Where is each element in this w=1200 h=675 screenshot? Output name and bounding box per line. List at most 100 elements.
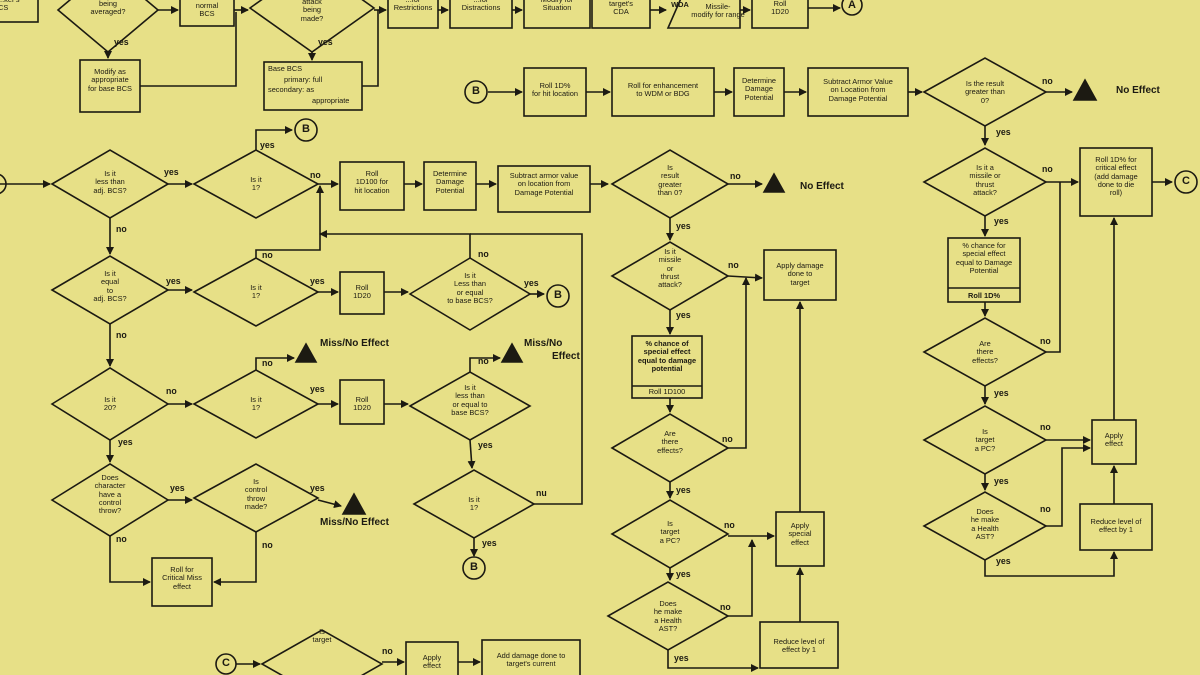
connector-b-left: B xyxy=(302,123,310,135)
label-yes: yes xyxy=(310,384,325,394)
effect-label: Effect xyxy=(552,351,580,362)
label-yes: yes xyxy=(318,37,333,47)
less-than-adj-bcs-text: Is it less than adj. BCS? xyxy=(93,169,127,195)
base-bcs-appropriate: appropriate xyxy=(312,96,350,105)
label-yes: yes xyxy=(170,483,185,493)
chance-special-1-text: % chance of special effect equal to dama… xyxy=(637,339,697,373)
restrictions-text: ...for Restrictions xyxy=(393,0,433,13)
roll-hit-location-text: Roll 1D% for hit location xyxy=(531,81,578,99)
left-column-shapes xyxy=(50,149,591,607)
label-no: no xyxy=(1042,76,1053,86)
determine-dp-1-text: Determine Damage Potential xyxy=(432,169,468,195)
missile-thrust-2-text: Is it a missile or thrust attack? xyxy=(969,163,1001,197)
b-entry-lines xyxy=(488,88,1073,146)
miss-no-effect-2: Miss/No Effect xyxy=(320,517,389,528)
restrictions-box xyxy=(387,0,439,29)
label-no: no xyxy=(116,224,127,234)
cda-text: target's CDA xyxy=(608,0,633,17)
middle-column-shapes xyxy=(606,149,839,669)
label-yes: yes xyxy=(310,483,325,493)
label-yes: yes xyxy=(994,216,1009,226)
are-effects-2-text: Are there effects? xyxy=(972,339,998,365)
distractions-text: ...for Distractions xyxy=(461,0,501,13)
situation-text: Modify for Situation xyxy=(541,0,573,13)
label-no: no xyxy=(1042,164,1053,174)
roll-1d20-b-text: Roll 1D20 xyxy=(353,395,371,413)
roll-1d20-top-text: Roll 1D20 xyxy=(771,0,789,17)
subtract-armor-1-text: Subtract armor value on location from Da… xyxy=(509,171,579,197)
wda-text: WDA xyxy=(671,0,689,9)
attack-made-text: attack being made? xyxy=(300,0,324,23)
control-throw-text: Does character have a control throw? xyxy=(94,473,126,516)
label-yes: yes xyxy=(260,140,275,150)
is-it-1-a-text: Is it 1? xyxy=(250,175,262,193)
normal-bcs-text: normal BCS xyxy=(195,1,219,19)
label-yes: yes xyxy=(118,437,133,447)
determine-dp-2-text: Determine Damage Potential xyxy=(741,76,777,102)
wda-shape xyxy=(666,0,741,29)
label-no: no xyxy=(720,602,731,612)
no-effect-mid: No Effect xyxy=(800,181,844,192)
apply-effect-bottom-text: Apply effect xyxy=(422,653,442,671)
health-ast-2-text: Does he make a Health AST? xyxy=(970,507,1000,541)
label-no: no xyxy=(478,356,489,366)
label-no: no xyxy=(116,534,127,544)
is-target-bottom-text: Is target xyxy=(312,627,332,645)
connector-c-bottom: C xyxy=(222,657,230,669)
missile-range-text: Missile- modify for range xyxy=(691,2,745,20)
health-ast-1-text: Does he make a Health AST? xyxy=(653,599,683,633)
target-pc-2-text: Is target a PC? xyxy=(974,427,996,453)
label-no: no xyxy=(478,249,489,259)
label-no: no xyxy=(262,540,273,550)
label-no: no xyxy=(166,386,177,396)
roll-1d20-a-text: Roll 1D20 xyxy=(353,283,371,301)
result-greater-1-text: Is result greater than 0? xyxy=(657,163,683,197)
subtract-armor-2-text: Subtract Armor Value on Location from Da… xyxy=(823,77,893,103)
middle-column-lines xyxy=(666,180,804,672)
missile-thrust-1-text: Is it missile or thrust attack? xyxy=(658,247,682,290)
label-yes: yes xyxy=(478,440,493,450)
roll-1d100-hit-text: Roll 1D100 for hit location xyxy=(354,169,390,195)
label-no: no xyxy=(1040,422,1051,432)
label-yes: yes xyxy=(164,167,179,177)
label-yes: yes xyxy=(676,485,691,495)
attackers-bcs-box xyxy=(0,0,39,23)
label-yes: yes xyxy=(994,388,1009,398)
reduce-level-2-text: Reduce level of effect by 1 xyxy=(1090,517,1142,535)
label-no: no xyxy=(730,171,741,181)
roll-1d20-top-box xyxy=(751,0,809,29)
connector-b-mid: B xyxy=(554,289,562,301)
no-effect-top: No Effect xyxy=(1116,85,1160,96)
roll-critical-miss-text: Roll for Critical Miss effect xyxy=(162,565,202,591)
connector-c-right: C xyxy=(1182,175,1190,187)
distractions-box xyxy=(449,0,513,29)
label-no: no xyxy=(728,260,739,270)
chance-special-2-text: % chance for special effect equal to Dam… xyxy=(955,241,1013,275)
situation-box xyxy=(523,0,591,29)
attackers-bcs-text: ...ker's CS xyxy=(0,0,20,13)
connector-b-bottom: B xyxy=(470,561,478,573)
connector-b-top: B xyxy=(472,85,480,97)
equal-adj-bcs-text: Is it equal to adj. BCS? xyxy=(93,269,127,303)
cda-box xyxy=(591,0,651,29)
is-it-1-c-text: Is it 1? xyxy=(250,395,262,413)
less-equal-base-2-text: Is it less than or equal to base BCS? xyxy=(451,383,489,417)
label-yes: yes xyxy=(310,276,325,286)
modify-base-bcs-text: Modify as appropriate for base BCS xyxy=(88,67,132,93)
label-no: no xyxy=(262,358,273,368)
label-no: no xyxy=(310,170,321,180)
label-no: no xyxy=(382,646,393,656)
bottom-row xyxy=(236,629,581,675)
less-equal-base-1-text: Is it Less than or equal to base BCS? xyxy=(447,271,493,305)
roll-1d100-text: Roll 1D100 xyxy=(648,387,686,396)
label-no: no xyxy=(724,520,735,530)
add-damage-text: Add damage done to target's current xyxy=(496,651,566,669)
roll-1d-pct-text: Roll 1D% xyxy=(967,291,1001,300)
label-no: no xyxy=(262,250,273,260)
is-it-1-d-text: Is it 1? xyxy=(468,495,480,513)
label-no-alt: nu xyxy=(536,488,547,498)
label-no: no xyxy=(722,434,733,444)
is-it-1-b-text: Is it 1? xyxy=(250,283,262,301)
